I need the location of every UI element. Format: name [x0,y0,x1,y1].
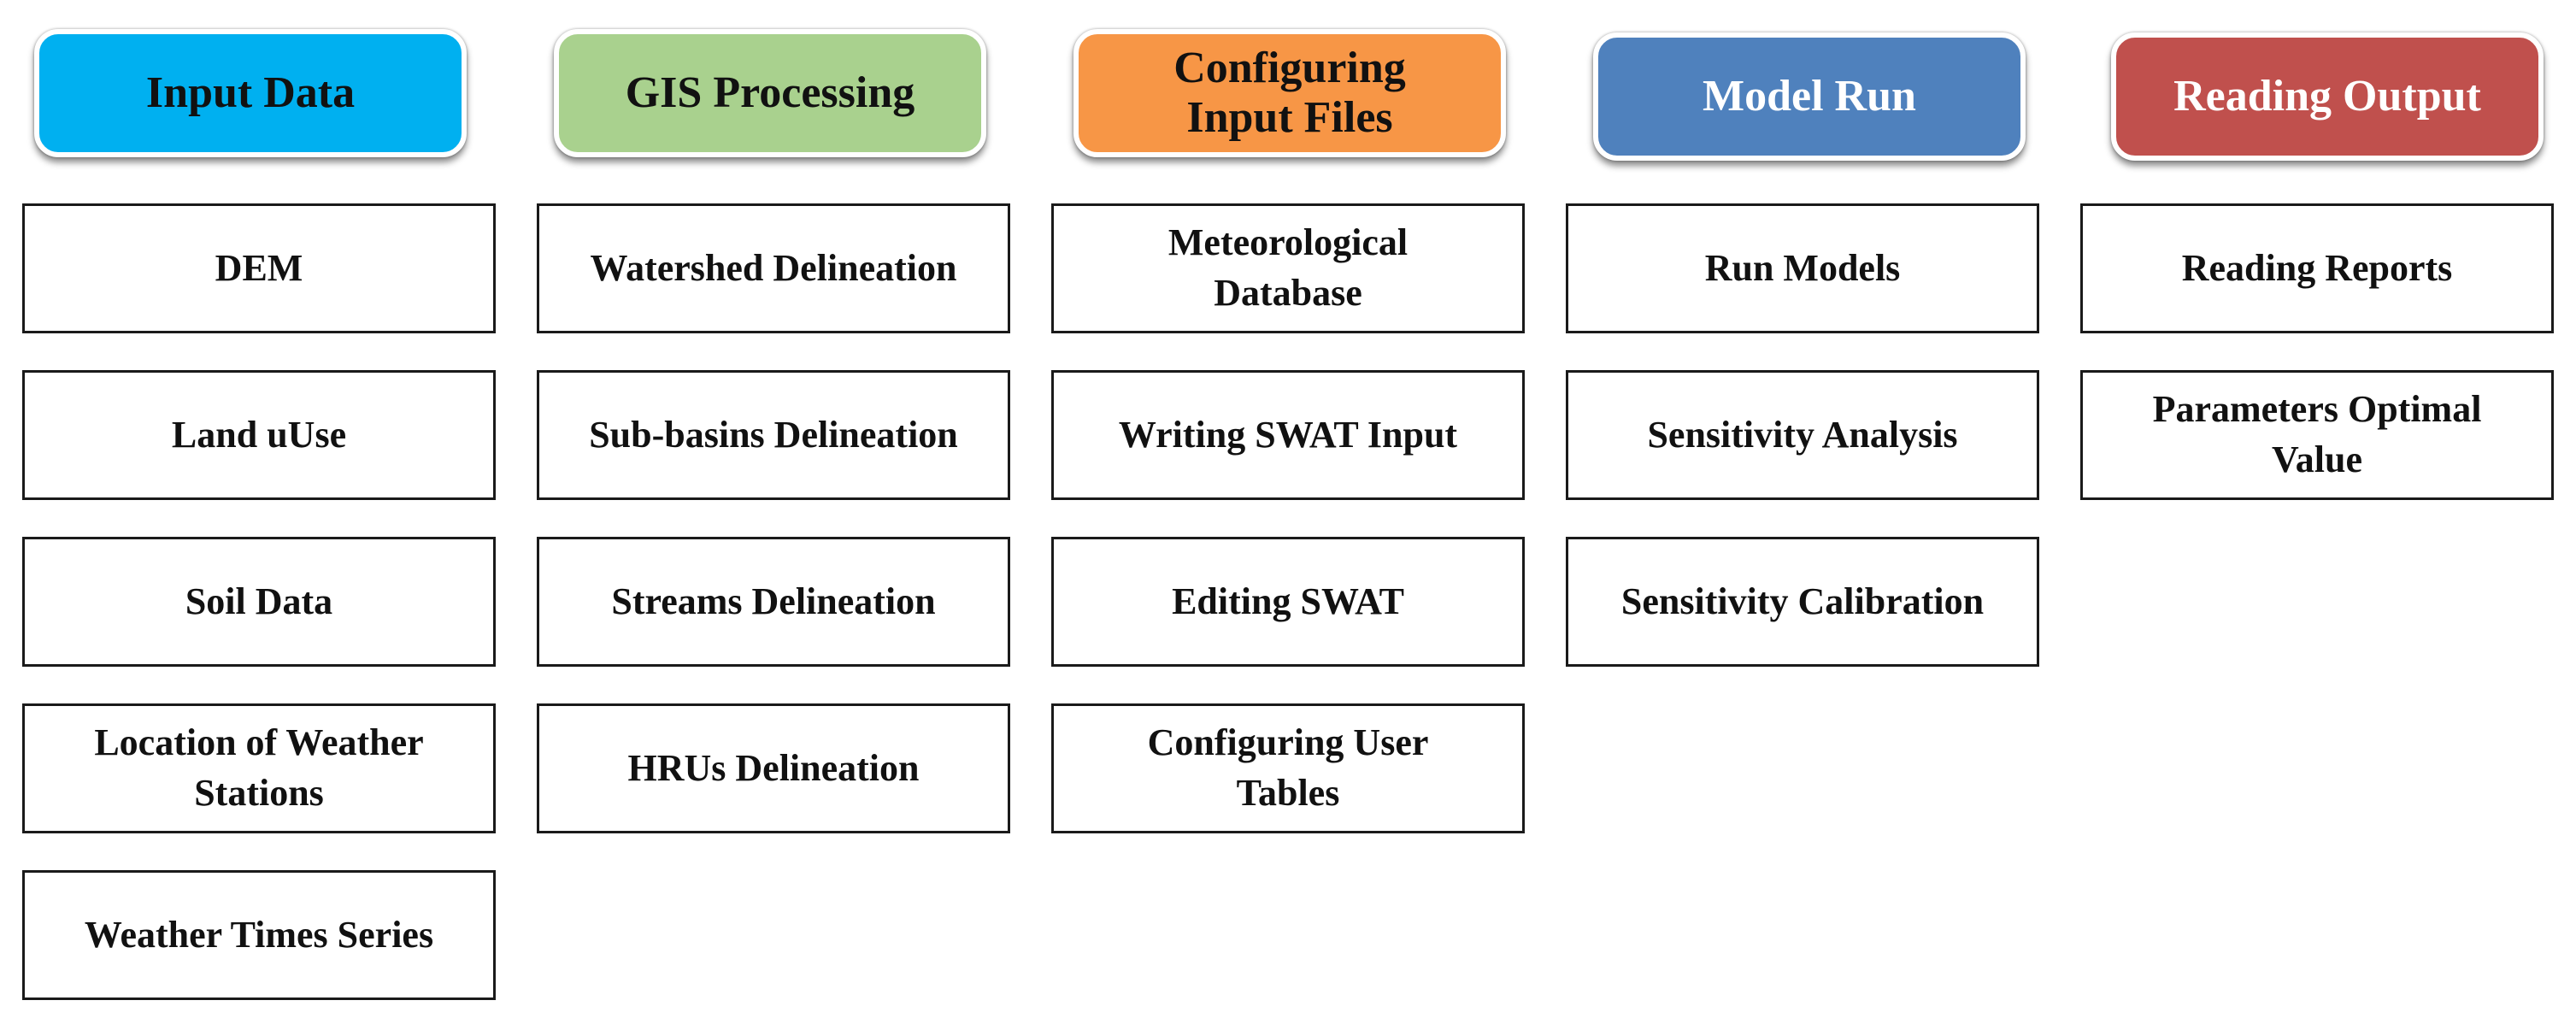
box-watershed-delineation: Watershed Delineation [537,203,1010,333]
box-reading-reports-label: Reading Reports [2181,246,2453,289]
header-reading-output-label: Reading Output [2173,71,2481,121]
box-meteorological-database: Meteorological Database [1051,203,1525,333]
box-hrus-delineation: HRUs Delineation [537,703,1010,833]
box-sensitivity-analysis-label: Sensitivity Analysis [1647,413,1958,456]
box-dem: DEM [22,203,496,333]
box-weather-stations: Location of Weather Stations [22,703,496,833]
box-land-use: Land uUse [22,370,496,500]
box-writing-swat-input: Writing SWAT Input [1051,370,1525,500]
box-sensitivity-calibration-label: Sensitivity Calibration [1620,580,1985,622]
box-configuring-user-tables-label: Configuring User Tables [1147,721,1429,814]
box-streams-delineation-label: Streams Delineation [611,580,936,622]
box-configuring-user-tables: Configuring User Tables [1051,703,1525,833]
box-watershed-delineation-label: Watershed Delineation [590,246,957,289]
box-weather-time-series: Weather Times Series [22,870,496,1000]
box-run-models: Run Models [1566,203,2039,333]
box-parameters-optimal-value: Parameters Optimal Value [2080,370,2554,500]
box-editing-swat-label: Editing SWAT [1172,580,1404,622]
header-configuring-input-files-label: Configuring Input Files [1173,43,1406,142]
header-gis-processing-label: GIS Processing [625,68,915,117]
header-input-data: Input Data [34,29,467,157]
box-weather-time-series-label: Weather Times Series [84,913,434,956]
box-sensitivity-analysis: Sensitivity Analysis [1566,370,2039,500]
header-reading-output: Reading Output [2111,32,2544,161]
box-soil-data: Soil Data [22,537,496,667]
box-parameters-optimal-value-label: Parameters Optimal Value [2152,388,2482,480]
header-model-run: Model Run [1593,32,2026,161]
box-hrus-delineation-label: HRUs Delineation [627,746,920,789]
box-writing-swat-input-label: Writing SWAT Input [1118,413,1458,456]
header-input-data-label: Input Data [145,68,356,117]
box-meteorological-database-label: Meteorological Database [1167,221,1409,314]
box-sub-basins-delineation: Sub-basins Delineation [537,370,1010,500]
box-sensitivity-calibration: Sensitivity Calibration [1566,537,2039,667]
box-reading-reports: Reading Reports [2080,203,2554,333]
header-model-run-label: Model Run [1703,71,1916,121]
box-run-models-label: Run Models [1704,246,1901,289]
box-soil-data-label: Soil Data [185,580,333,622]
box-dem-label: DEM [215,246,303,289]
box-streams-delineation: Streams Delineation [537,537,1010,667]
box-editing-swat: Editing SWAT [1051,537,1525,667]
header-gis-processing: GIS Processing [554,29,986,157]
box-land-use-label: Land uUse [171,413,347,456]
box-weather-stations-label: Location of Weather Stations [94,721,424,814]
box-sub-basins-delineation-label: Sub-basins Delineation [589,413,958,456]
header-configuring-input-files: Configuring Input Files [1073,29,1506,157]
